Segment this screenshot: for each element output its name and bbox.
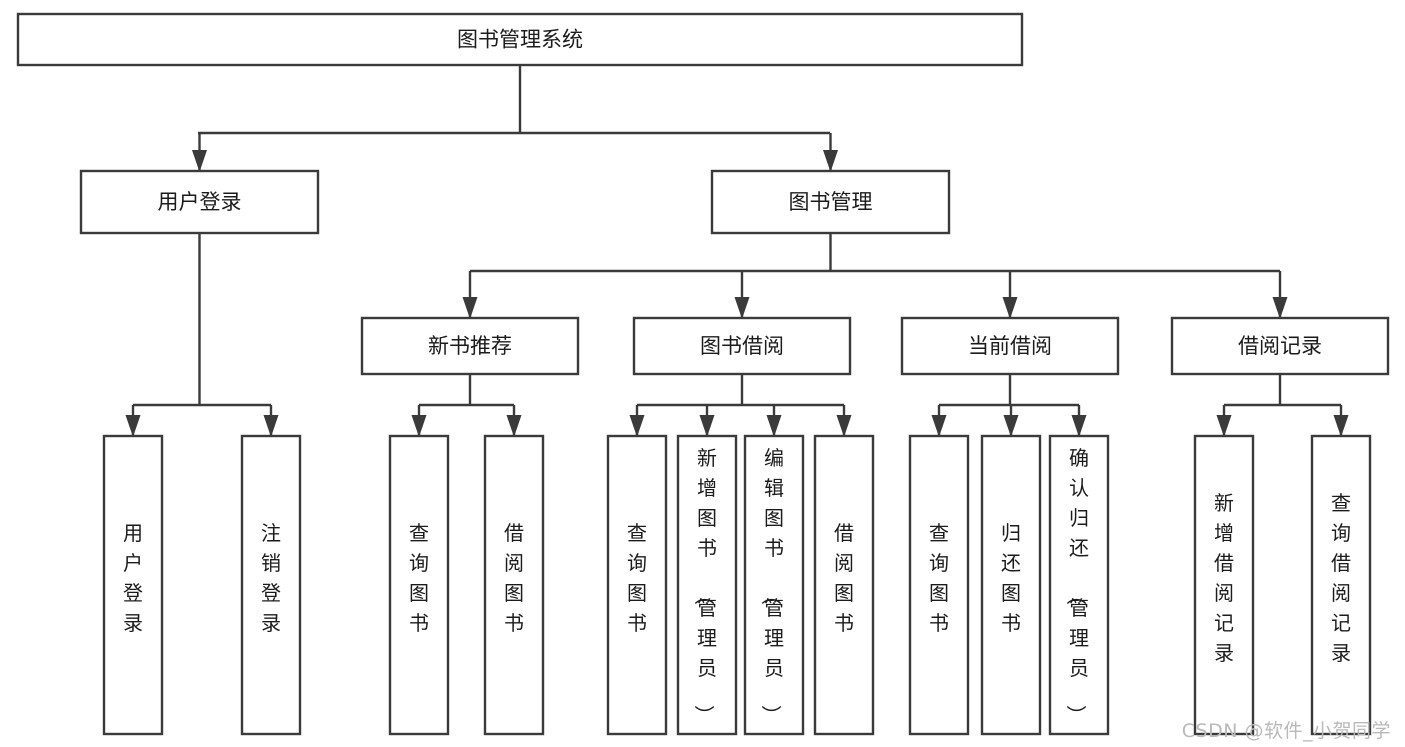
node-box-leaf-query-record <box>1310 434 1372 736</box>
node-label-leaf-confirm-return: 确认归还（管理员） <box>1064 446 1089 725</box>
node-box-new-book-rec <box>360 316 580 376</box>
node-book-manage[interactable]: 图书管理 <box>710 169 951 235</box>
node-label-book-manage: 图书管理 <box>789 190 873 214</box>
node-label-user-login: 用户登录 <box>158 190 242 214</box>
node-leaf-borrow-book[interactable]: 借阅图书 <box>813 434 875 736</box>
node-leaf-return-book[interactable]: 归还图书 <box>980 434 1042 736</box>
node-label-leaf-borrow-book-rec: 借阅图书 <box>504 521 524 635</box>
node-borrow-record[interactable]: 借阅记录 <box>1170 316 1390 376</box>
node-leaf-query-book-rec[interactable]: 查询图书 <box>388 434 450 736</box>
node-box-leaf-confirm-return <box>1048 434 1110 736</box>
node-label-leaf-add-book: 新增图书（管理员） <box>692 446 717 725</box>
node-label-leaf-user-login: 用户登录 <box>123 521 143 635</box>
node-label-borrow-record: 借阅记录 <box>1238 334 1322 358</box>
node-box-leaf-return-book <box>980 434 1042 736</box>
node-leaf-logout[interactable]: 注销登录 <box>240 434 302 736</box>
node-label-leaf-query-book-borrow: 查询图书 <box>627 521 647 635</box>
node-box-leaf-borrow-book-rec <box>483 434 545 736</box>
node-leaf-user-login[interactable]: 用户登录 <box>102 434 164 736</box>
node-box-leaf-borrow-book <box>813 434 875 736</box>
node-leaf-borrow-book-rec[interactable]: 借阅图书 <box>483 434 545 736</box>
node-box-root <box>16 12 1024 67</box>
node-label-leaf-return-book: 归还图书 <box>1001 521 1021 635</box>
node-box-leaf-query-book-borrow <box>606 434 668 736</box>
node-box-leaf-add-record <box>1193 434 1255 736</box>
node-leaf-add-record[interactable]: 新增借阅记录 <box>1193 434 1255 736</box>
node-leaf-query-book-borrow[interactable]: 查询图书 <box>606 434 668 736</box>
node-user-login[interactable]: 用户登录 <box>79 169 320 235</box>
node-label-leaf-query-book-rec: 查询图书 <box>409 521 429 635</box>
node-box-leaf-user-login <box>102 434 164 736</box>
node-box-current-borrow <box>900 316 1120 376</box>
node-label-leaf-borrow-book: 借阅图书 <box>834 521 854 635</box>
node-leaf-query-book-cur[interactable]: 查询图书 <box>908 434 970 736</box>
node-label-current-borrow: 当前借阅 <box>968 334 1052 358</box>
node-box-book-borrow <box>632 316 852 376</box>
node-box-book-manage <box>710 169 951 235</box>
node-leaf-confirm-return[interactable]: 确认归还（管理员） <box>1048 434 1110 736</box>
node-book-borrow[interactable]: 图书借阅 <box>632 316 852 376</box>
node-label-leaf-logout: 注销登录 <box>261 521 281 635</box>
node-label-new-book-rec: 新书推荐 <box>428 334 512 358</box>
node-box-leaf-query-book-cur <box>908 434 970 736</box>
node-box-leaf-edit-book <box>743 434 805 736</box>
node-label-leaf-query-book-cur: 查询图书 <box>929 521 949 635</box>
node-leaf-query-record[interactable]: 查询借阅记录 <box>1310 434 1372 736</box>
nodes-layer: 图书管理系统用户登录图书管理新书推荐图书借阅当前借阅借阅记录用户登录注销登录查询… <box>16 12 1390 736</box>
node-leaf-add-book[interactable]: 新增图书（管理员） <box>676 434 738 736</box>
node-box-leaf-query-book-rec <box>388 434 450 736</box>
node-box-borrow-record <box>1170 316 1390 376</box>
node-current-borrow[interactable]: 当前借阅 <box>900 316 1120 376</box>
node-label-leaf-query-record: 查询借阅记录 <box>1331 491 1351 665</box>
node-label-book-borrow: 图书借阅 <box>700 334 784 358</box>
node-label-leaf-edit-book: 编辑图书（管理员） <box>759 446 784 725</box>
node-label-root: 图书管理系统 <box>457 28 583 52</box>
edges-layer <box>125 65 1349 437</box>
node-box-leaf-add-book <box>676 434 738 736</box>
node-root[interactable]: 图书管理系统 <box>16 12 1024 67</box>
node-leaf-edit-book[interactable]: 编辑图书（管理员） <box>743 434 805 736</box>
node-new-book-rec[interactable]: 新书推荐 <box>360 316 580 376</box>
node-box-leaf-logout <box>240 434 302 736</box>
node-label-leaf-add-record: 新增借阅记录 <box>1214 491 1234 665</box>
node-box-user-login <box>79 169 320 235</box>
